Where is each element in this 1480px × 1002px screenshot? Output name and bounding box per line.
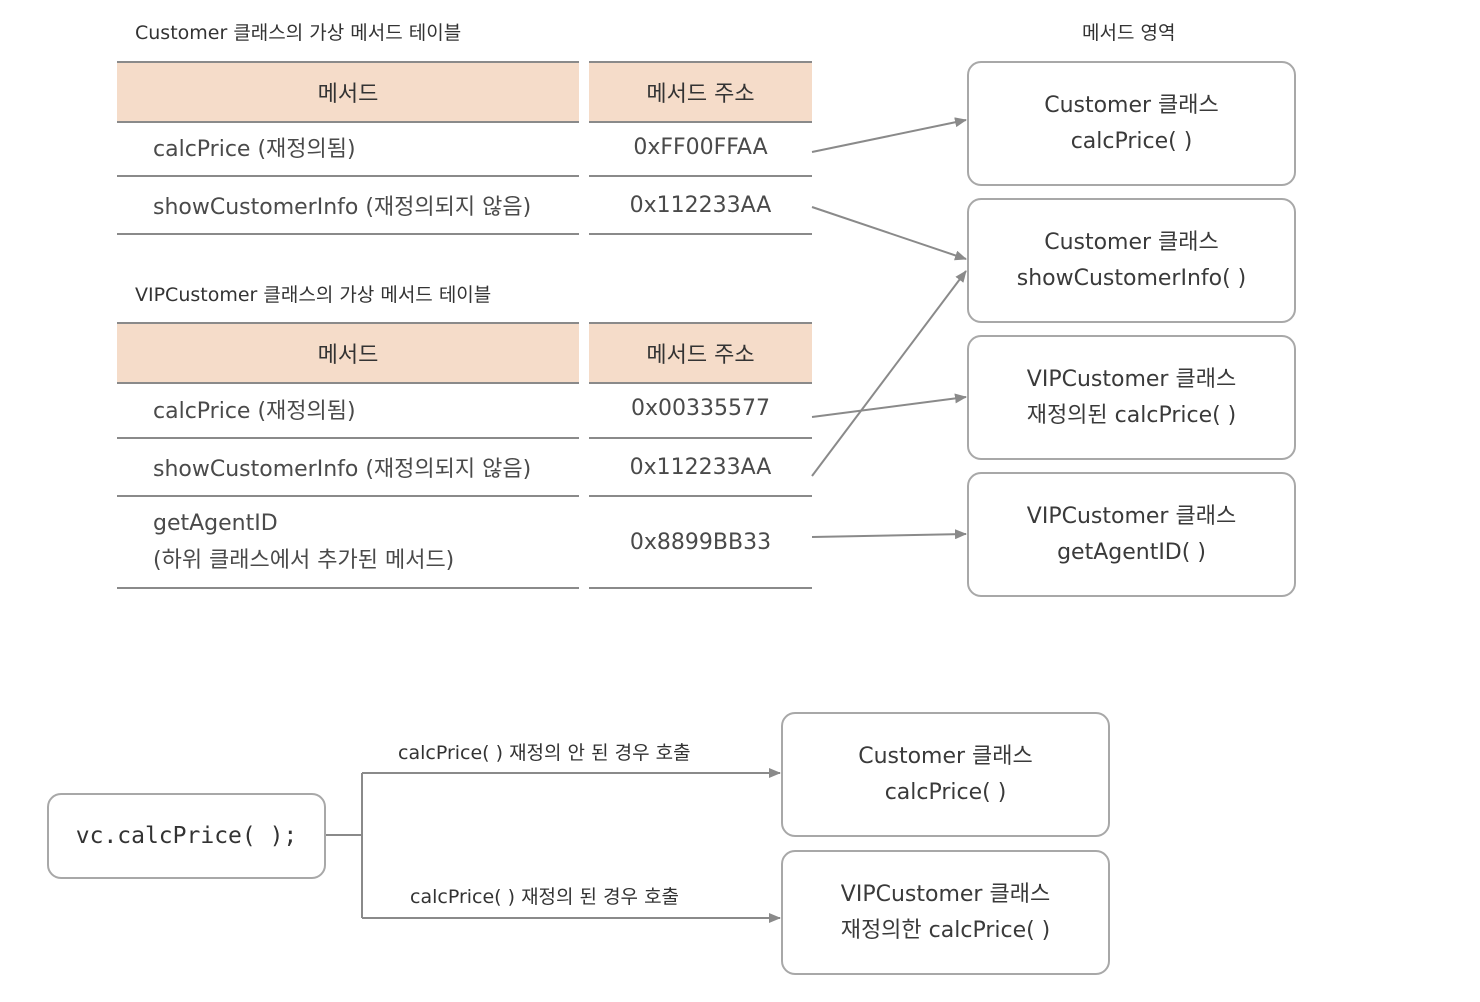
method-box: Customer 클래스 showCustomerInfo( ) — [967, 198, 1296, 323]
vip-row-address: 0x00335577 — [589, 380, 812, 439]
call-target-class: Customer 클래스 — [858, 743, 1033, 769]
vip-row-address: 0x8899BB33 — [589, 497, 812, 589]
lower-branch-label: calcPrice( ) 재정의 된 경우 호출 — [410, 886, 680, 908]
customer-header-address: 메서드 주소 — [589, 61, 812, 123]
customer-row-method: calcPrice (재정의됨) — [117, 119, 579, 177]
method-box: Customer 클래스 calcPrice( ) — [967, 61, 1296, 186]
arrow-customer-showinfo — [811, 206, 967, 261]
method-box-class: VIPCustomer 클래스 — [1026, 366, 1237, 392]
arrow-vip-showinfo — [811, 270, 967, 477]
method-box-class: Customer 클래스 — [1044, 92, 1219, 118]
vip-row-method: calcPrice (재정의됨) — [117, 380, 579, 439]
method-box: VIPCustomer 클래스 재정의된 calcPrice( ) — [967, 335, 1296, 460]
vip-header-address: 메서드 주소 — [589, 322, 812, 384]
customer-row-address: 0x112233AA — [589, 177, 812, 235]
vip-row-method: getAgentID (하위 클래스에서 추가된 메서드) — [117, 497, 579, 589]
call-target-box: VIPCustomer 클래스 재정의한 calcPrice( ) — [781, 850, 1110, 975]
method-box: VIPCustomer 클래스 getAgentID( ) — [967, 472, 1296, 597]
vip-row-address: 0x112233AA — [589, 439, 812, 497]
upper-branch-label: calcPrice( ) 재정의 안 된 경우 호출 — [398, 742, 691, 764]
method-box-method: 재정의된 calcPrice( ) — [1026, 402, 1237, 428]
vip-row-method: showCustomerInfo (재정의되지 않음) — [117, 439, 579, 497]
customer-row-address: 0xFF00FFAA — [589, 119, 812, 177]
call-target-method: calcPrice( ) — [884, 779, 1007, 805]
method-box-method: showCustomerInfo( ) — [1016, 265, 1247, 291]
method-box-class: Customer 클래스 — [1044, 229, 1219, 255]
customer-header-method: 메서드 — [117, 61, 579, 123]
call-target-method: 재정의한 calcPrice( ) — [840, 917, 1051, 943]
vip-table-caption: VIPCustomer 클래스의 가상 메서드 테이블 — [135, 284, 492, 306]
vip-row-method-name: getAgentID — [153, 511, 278, 536]
vip-header-method: 메서드 — [117, 322, 579, 384]
arrow-customer-calcprice — [811, 117, 967, 153]
method-box-method: getAgentID( ) — [1057, 539, 1206, 565]
arrow-vip-getagentid — [811, 529, 967, 540]
vip-row-method-note: (하위 클래스에서 추가된 메서드) — [153, 548, 455, 573]
customer-table-caption: Customer 클래스의 가상 메서드 테이블 — [135, 22, 462, 44]
customer-row-method: showCustomerInfo (재정의되지 않음) — [117, 177, 579, 235]
method-box-method: calcPrice( ) — [1070, 128, 1193, 154]
method-box-class: VIPCustomer 클래스 — [1026, 503, 1237, 529]
call-target-class: VIPCustomer 클래스 — [840, 881, 1051, 907]
call-target-box: Customer 클래스 calcPrice( ) — [781, 712, 1110, 837]
method-area-caption: 메서드 영역 — [1082, 22, 1176, 44]
call-expression-box: vc.calcPrice( ); — [47, 793, 326, 879]
arrow-vip-calcprice — [811, 393, 967, 418]
